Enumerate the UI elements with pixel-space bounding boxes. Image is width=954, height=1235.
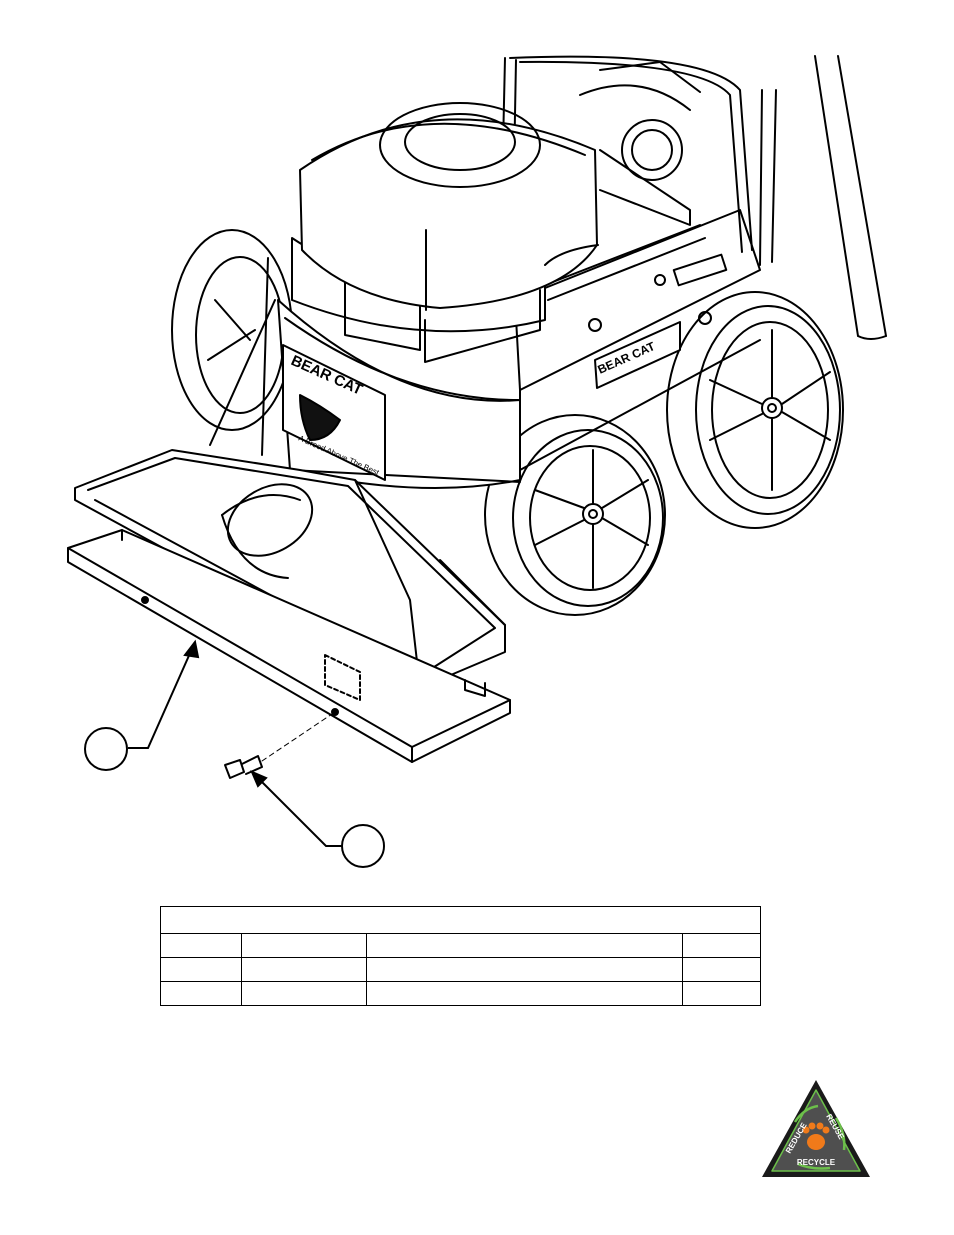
paw-print-icon bbox=[802, 1122, 830, 1150]
parts-list-table bbox=[160, 906, 761, 1006]
table-title-row bbox=[160, 906, 761, 934]
logo-word-recycle: RECYCLE bbox=[797, 1158, 836, 1167]
table-cell bbox=[160, 957, 242, 982]
table-cell bbox=[682, 981, 761, 1006]
table-cell bbox=[160, 981, 242, 1006]
front-right-wheel bbox=[484, 414, 666, 616]
table-cell bbox=[682, 957, 761, 982]
table-title-cell bbox=[160, 906, 761, 934]
rear-right-wheel bbox=[666, 291, 844, 529]
rear-left-wheel bbox=[171, 229, 293, 431]
table-cell bbox=[241, 957, 367, 982]
table-cell bbox=[241, 981, 367, 1006]
leader-line-1 bbox=[128, 641, 196, 749]
housing-decal bbox=[282, 344, 386, 481]
skid-plate bbox=[67, 529, 511, 763]
leader-line-2 bbox=[254, 774, 342, 847]
table-cell bbox=[160, 933, 242, 958]
table-cell bbox=[682, 933, 761, 958]
arrowhead-1 bbox=[183, 639, 200, 659]
handle-frame bbox=[499, 55, 887, 340]
arrowhead-2 bbox=[250, 770, 268, 788]
bolt bbox=[224, 711, 336, 779]
collection-bag bbox=[579, 61, 701, 181]
side-decal bbox=[594, 321, 681, 389]
callout-balloon-2 bbox=[341, 824, 385, 868]
reduce-reuse-recycle-logo: REDUCE REUSE RECYCLE bbox=[762, 1080, 870, 1177]
table-cell bbox=[366, 981, 683, 1006]
table-cell bbox=[241, 933, 367, 958]
table-row bbox=[160, 981, 761, 1006]
engine-assembly-drawing: BEAR CAT BEAR CAT A Breed Above The Best bbox=[67, 55, 887, 868]
callout-balloon-1 bbox=[84, 727, 128, 771]
table-header-row bbox=[160, 933, 761, 958]
table-cell bbox=[366, 957, 683, 982]
table-cell bbox=[366, 933, 683, 958]
engine bbox=[291, 102, 691, 363]
table-row bbox=[160, 957, 761, 982]
